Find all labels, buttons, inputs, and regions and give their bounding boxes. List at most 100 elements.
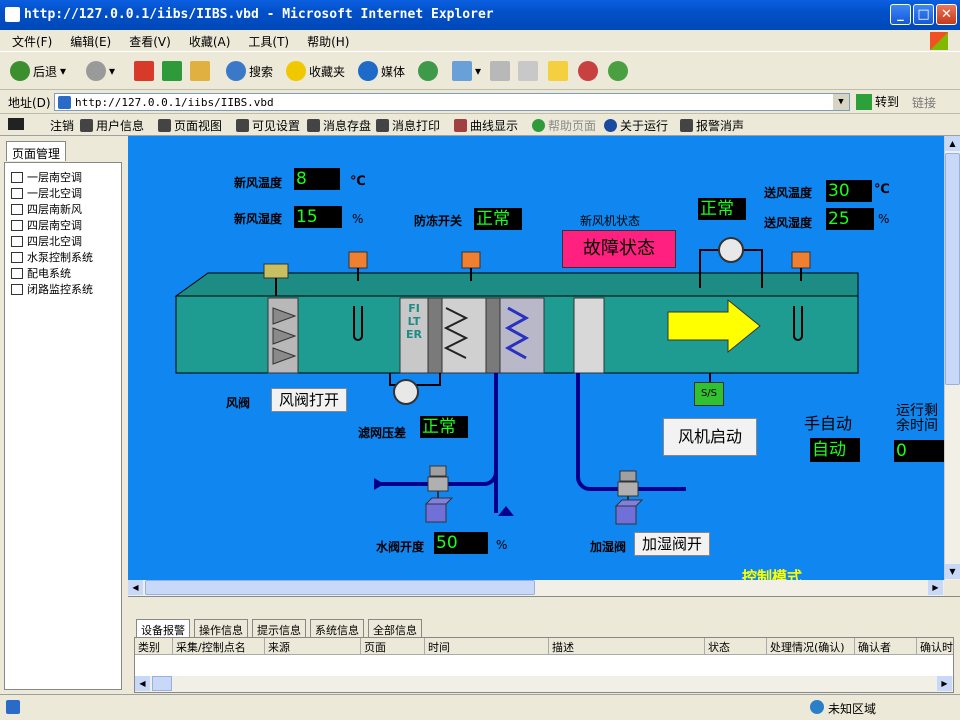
address-bar: 地址(D) http://127.0.0.1/iibs/IIBS.vbd ▼ 转… — [0, 90, 960, 114]
menu-tools[interactable]: 工具(T) — [248, 35, 290, 49]
menu-view[interactable]: 查看(V) — [129, 35, 171, 49]
column-header[interactable]: 来源 — [265, 638, 361, 655]
go-button[interactable]: 转到 — [856, 93, 899, 110]
column-header[interactable]: 采集/控制点名 — [173, 638, 265, 655]
scroll-left-button[interactable]: ◀ — [135, 676, 150, 691]
menu-edit[interactable]: 编辑(E) — [70, 35, 112, 49]
menu-file[interactable]: 文件(F) — [12, 35, 53, 49]
column-header[interactable]: 类别 — [135, 638, 173, 655]
column-header[interactable]: 确认者 — [855, 638, 917, 655]
fan-start-button[interactable]: 风机启动 — [663, 418, 757, 456]
app-toolbar: 注销 用户信息 页面视图 可见设置 消息存盘 消息打印 曲线显示 帮助页面 关于… — [0, 114, 960, 136]
table-hscrollbar[interactable]: ◀ ▶ — [135, 676, 953, 692]
search-button[interactable]: 搜索 — [226, 60, 273, 82]
vertical-scrollbar[interactable]: ▲ ▼ — [944, 136, 960, 580]
pressure-state-value: 正常 — [698, 198, 746, 220]
mail-button[interactable]: ▾ — [452, 60, 481, 82]
visible-settings-button[interactable]: 可见设置 — [236, 117, 300, 134]
tab-device-alarm[interactable]: 设备报警 — [136, 619, 190, 637]
scroll-down-button[interactable]: ▼ — [945, 564, 960, 579]
filter-label: FILTER — [406, 302, 422, 341]
research-button[interactable] — [578, 60, 598, 82]
supply-hum-unit: % — [878, 212, 890, 226]
discuss-button[interactable] — [548, 60, 568, 82]
history-button[interactable] — [418, 60, 438, 82]
logout-button[interactable]: 注销 — [50, 119, 75, 133]
damper-actuator — [263, 263, 289, 279]
refresh-button[interactable] — [162, 60, 182, 82]
scroll-thumb[interactable] — [945, 153, 960, 385]
tree-item[interactable]: 一层北空调 — [5, 185, 121, 201]
fresh-temp-unit: ℃ — [350, 174, 366, 189]
control-mode-label: 控制模式 — [742, 568, 803, 580]
page-icon — [11, 235, 23, 247]
column-header[interactable]: 页面 — [361, 638, 425, 655]
page-tree: 一层南空调 一层北空调 四层南新风 四层南空调 四层北空调 水泵控制系统 配电系… — [4, 162, 122, 690]
valve-value: 50 — [434, 532, 488, 554]
menu-help[interactable]: 帮助(H) — [307, 35, 350, 49]
scroll-right-button[interactable]: ▶ — [928, 580, 943, 595]
back-button[interactable]: 后退▾ — [10, 60, 66, 82]
start-stop-box: S/S — [694, 382, 724, 406]
print-button[interactable] — [490, 60, 510, 82]
column-header[interactable]: 状态 — [705, 638, 767, 655]
tree-item[interactable]: 一层南空调 — [5, 169, 121, 185]
history-icon — [418, 61, 438, 81]
minimize-button[interactable]: _ — [890, 4, 911, 25]
about-button[interactable]: 关于运行 — [604, 117, 668, 134]
messenger-button[interactable] — [608, 60, 628, 82]
edit-button[interactable] — [518, 60, 538, 82]
links-label[interactable]: 链接 — [912, 96, 937, 110]
column-header[interactable]: 描述 — [549, 638, 705, 655]
tab-prompt-info[interactable]: 提示信息 — [252, 619, 306, 637]
alarm-mute-button[interactable]: 报警消声 — [680, 117, 744, 134]
damper-open-button[interactable]: 风阀打开 — [271, 388, 347, 412]
tab-operation-info[interactable]: 操作信息 — [194, 619, 248, 637]
airflow-arrow — [667, 298, 761, 354]
forward-button[interactable]: ▾ — [86, 60, 115, 82]
tree-item[interactable]: 配电系统 — [5, 265, 121, 281]
print-messages-button[interactable]: 消息打印 — [376, 117, 440, 134]
menu-favorites[interactable]: 收藏(A) — [188, 35, 231, 49]
maximize-button[interactable]: □ — [913, 4, 934, 25]
favorites-button[interactable]: 收藏夹 — [286, 60, 345, 82]
pressure-gauge-filter — [393, 379, 419, 405]
tree-item[interactable]: 闭路监控系统 — [5, 281, 121, 297]
stop-button[interactable] — [134, 60, 154, 82]
tree-item[interactable]: 四层北空调 — [5, 233, 121, 249]
column-header[interactable]: 确认时 — [917, 638, 953, 655]
page-icon — [11, 283, 23, 295]
save-messages-button[interactable]: 消息存盘 — [307, 117, 371, 134]
settings-icon — [236, 119, 249, 132]
tree-item[interactable]: 四层南空调 — [5, 217, 121, 233]
horizontal-scrollbar[interactable]: ◀ ▶ — [128, 580, 944, 596]
scroll-thumb[interactable] — [145, 580, 535, 595]
media-button[interactable]: 媒体 — [358, 60, 405, 82]
menu-bar: 文件(F) 编辑(E) 查看(V) 收藏(A) 工具(T) 帮助(H) — [0, 30, 960, 52]
page-manager-tab[interactable]: 页面管理 — [6, 141, 66, 161]
help-page-button[interactable]: 帮助页面 — [532, 117, 596, 134]
windows-logo-icon — [930, 32, 948, 50]
search-icon — [226, 61, 246, 81]
tree-item[interactable]: 水泵控制系统 — [5, 249, 121, 265]
fresh-temp-value: 8 — [294, 168, 340, 190]
humidify-open-button[interactable]: 加湿阀开 — [634, 532, 710, 556]
page-view-button[interactable]: 页面视图 — [158, 117, 222, 134]
tab-system-info[interactable]: 系统信息 — [310, 619, 364, 637]
scroll-up-button[interactable]: ▲ — [945, 136, 960, 151]
scroll-left-button[interactable]: ◀ — [128, 580, 143, 595]
curve-display-button[interactable]: 曲线显示 — [454, 117, 518, 134]
tree-item[interactable]: 四层南新风 — [5, 201, 121, 217]
scroll-right-button[interactable]: ▶ — [937, 676, 952, 691]
address-input[interactable]: http://127.0.0.1/iibs/IIBS.vbd ▼ — [54, 93, 850, 111]
user-info-button[interactable]: 用户信息 — [80, 117, 144, 134]
manual-auto-label: 手自动 — [804, 414, 853, 433]
scroll-thumb[interactable] — [152, 676, 172, 691]
water-valve — [427, 476, 449, 492]
address-dropdown-button[interactable]: ▼ — [833, 94, 849, 110]
home-button[interactable] — [190, 60, 210, 82]
tab-all-info[interactable]: 全部信息 — [368, 619, 422, 637]
column-header[interactable]: 时间 — [425, 638, 549, 655]
column-header[interactable]: 处理情况(确认) — [767, 638, 855, 655]
close-button[interactable]: ✕ — [936, 4, 957, 25]
